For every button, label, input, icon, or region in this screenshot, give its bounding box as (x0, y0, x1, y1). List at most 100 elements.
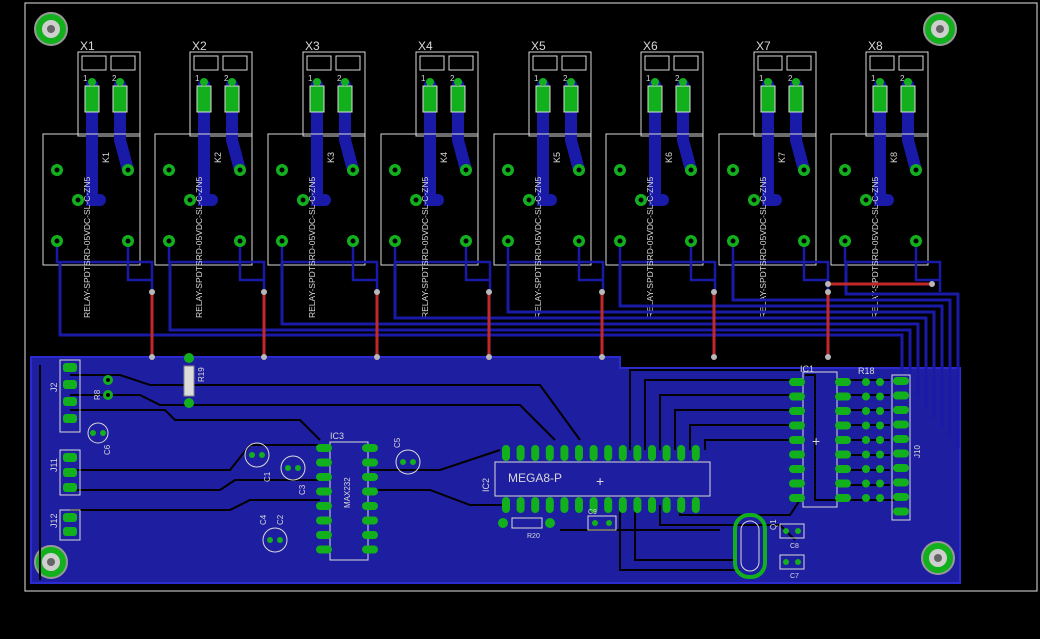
capacitor-c9: C9 (587, 509, 617, 531)
coil-trace (618, 247, 717, 292)
ic-pin-pad (618, 497, 627, 513)
power-trace (874, 79, 894, 206)
ic-pin-pad (789, 392, 805, 401)
ic-pin-pad (893, 435, 909, 443)
ic-pin-pad (662, 497, 671, 513)
terminal-pad (228, 78, 236, 86)
connector-label: X1 (80, 39, 95, 53)
power-trace (649, 79, 669, 206)
ic-pin-pad (362, 458, 378, 467)
relay-part-number: RELAY-SPDTSRD-05VDC-SL-C-ZN5 (758, 177, 768, 318)
drill-hole (166, 238, 172, 244)
drill-hole (125, 238, 131, 244)
pin-label: 1 (759, 74, 764, 83)
ic-pin-pad (691, 445, 700, 461)
terminal-pad (450, 85, 466, 113)
j11-label: J11 (49, 458, 59, 472)
drill-hole (237, 238, 243, 244)
pin-label: 2 (112, 74, 117, 83)
capacitor-c2: C2 (276, 514, 285, 525)
relay-part-number: RELAY-SPDTSRD-05VDC-SL-C-ZN5 (645, 177, 655, 318)
pin-label: 1 (308, 74, 313, 83)
resistor-pad (876, 465, 884, 473)
ic-pin-pad (789, 450, 805, 459)
drill-hole (505, 167, 511, 173)
ic-pin-pad (316, 458, 332, 467)
drill-hole (751, 197, 757, 203)
capacitor-c8: C8 (779, 523, 805, 550)
drill-hole (688, 238, 694, 244)
power-trace (311, 79, 331, 206)
crystal-q1: Q1 (733, 513, 778, 579)
ic-pin-pad (316, 502, 332, 510)
resistor-pad (862, 494, 870, 502)
ic-pin-pad (362, 502, 378, 510)
pin-label: 1 (646, 74, 651, 83)
capacitor-c6: C6 (87, 422, 112, 455)
coil-trace (280, 247, 379, 292)
ic-pin-pad (633, 497, 642, 513)
ic-pin-pad (531, 497, 540, 513)
ic3-label: IC3 (330, 431, 344, 441)
resistor-pad (862, 407, 870, 415)
c6-label: C6 (103, 444, 112, 455)
mounting-hole (34, 545, 68, 579)
terminal-pad (904, 78, 912, 86)
relay-ref: K3 (326, 152, 336, 163)
signal-bus-traces (58, 262, 960, 448)
relay-outline (493, 133, 592, 266)
screw-icon (419, 55, 445, 71)
ic-pin-pad (789, 407, 805, 415)
ic-pin-pad (516, 497, 525, 513)
ic-pin-pad (835, 392, 851, 401)
drill-hole (187, 197, 193, 203)
ic-pin-pad (691, 497, 700, 513)
terminal-pad (422, 85, 438, 113)
coil-trace (126, 247, 152, 282)
mounting-hole (34, 12, 68, 46)
terminal-outline (77, 51, 141, 137)
relay-outline (605, 133, 704, 266)
resistor-pad (862, 436, 870, 444)
drill-hole (54, 238, 60, 244)
drill-hole (801, 167, 807, 173)
connector-j12: J12 (49, 509, 81, 541)
resistor-pad (876, 378, 884, 386)
relay-ref: K4 (439, 152, 449, 163)
ic-pin-pad (575, 445, 583, 461)
ic-pin-pad (362, 545, 378, 554)
screw-icon (81, 55, 107, 71)
drill-hole (688, 167, 694, 173)
resistor-pad (862, 392, 870, 401)
c9-label: C9 (588, 509, 597, 516)
drill-hole (913, 167, 919, 173)
ic-pin-pad (648, 445, 656, 461)
pin-label: 2 (900, 74, 905, 83)
drill-hole (842, 238, 848, 244)
drill-hole (392, 238, 398, 244)
c8-label: C8 (790, 543, 799, 550)
r20-label: R20 (527, 533, 540, 540)
relay-part-number: RELAY-SPDTSRD-05VDC-SL-C-ZN5 (420, 177, 430, 318)
terminal-pad (313, 78, 321, 86)
relay-outline (830, 133, 929, 266)
ic-pin-pad (789, 378, 805, 386)
capacitor-c7: C7 (779, 554, 805, 580)
ic-pin-pad (835, 436, 851, 444)
coil-trace (689, 247, 715, 282)
ic-pin-pad (789, 494, 805, 502)
ic-pin-pad (362, 531, 378, 539)
terminal-pad (454, 78, 462, 86)
ic-pin-pad (648, 497, 656, 513)
relay-ref: K5 (552, 152, 562, 163)
connector-j2: J2 (49, 359, 81, 433)
terminal-outline (302, 51, 366, 137)
terminal-pad (341, 78, 349, 86)
terminal-pad (764, 78, 772, 86)
coil-trace (464, 247, 490, 282)
connector-label: X4 (418, 39, 433, 53)
pin-label: 2 (224, 74, 229, 83)
r19-label: R19 (197, 367, 206, 382)
